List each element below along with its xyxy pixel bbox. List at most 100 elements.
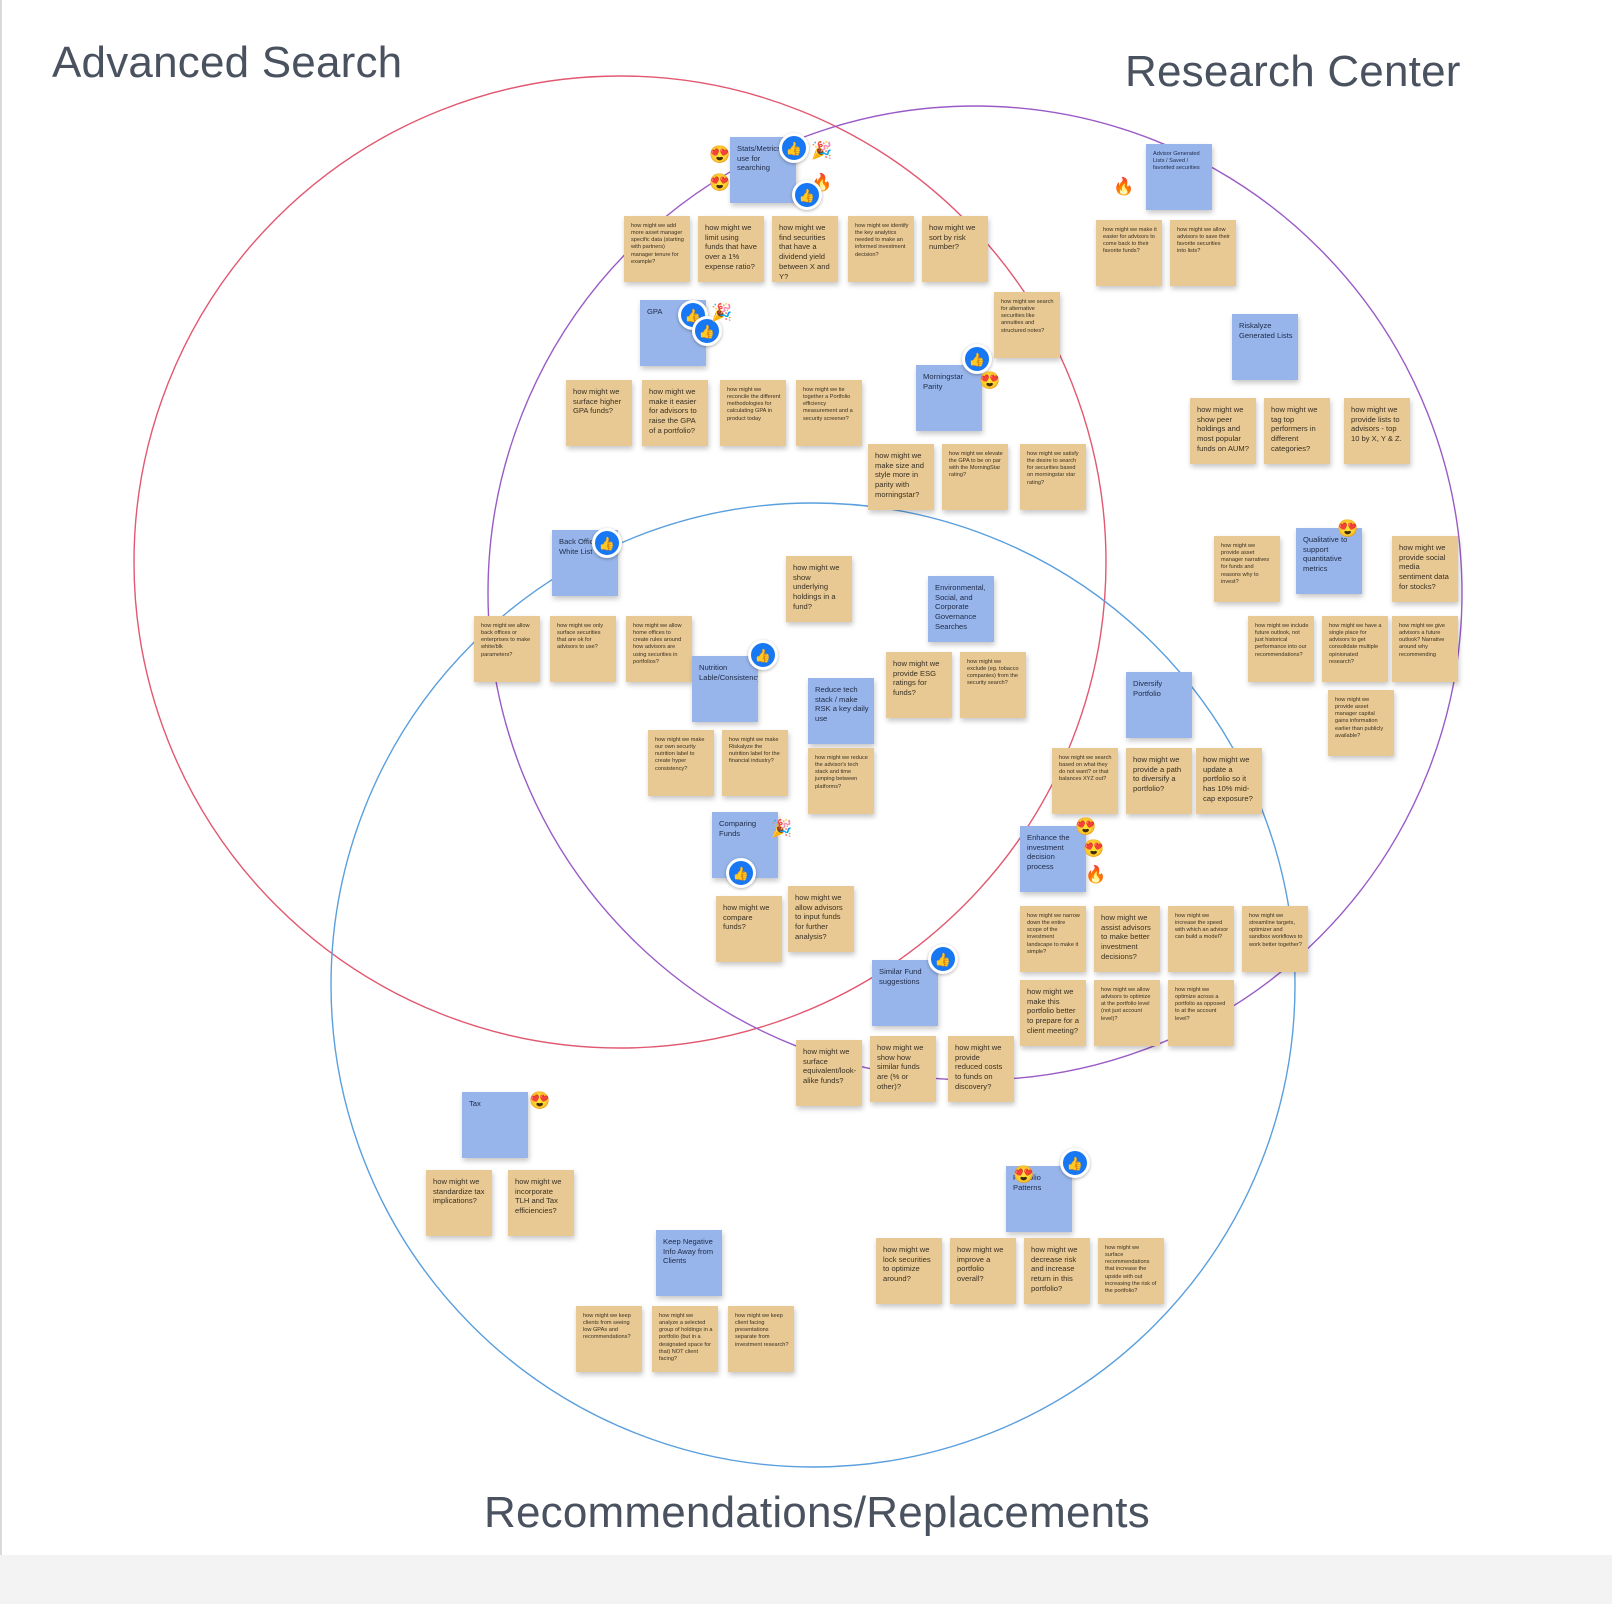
idea-note[interactable]: how might we search based on what they d…	[1052, 748, 1118, 814]
idea-note[interactable]: how might we surface equivalent/look-ali…	[796, 1040, 862, 1106]
idea-note[interactable]: how might we improve a portfolio overall…	[950, 1238, 1016, 1304]
canvas-bottom-edge	[0, 1555, 1612, 1604]
idea-note[interactable]: how might we reduce the advisor's tech s…	[808, 748, 874, 814]
idea-note[interactable]: how might we surface recommendations tha…	[1098, 1238, 1164, 1304]
idea-note[interactable]: how might we include future outlook, not…	[1248, 616, 1314, 682]
like-reaction-icon[interactable]: 👍	[726, 858, 756, 888]
theme-note-esg[interactable]: Environmental, Social, and Corporate Gov…	[928, 576, 994, 642]
advanced-search-label: Advanced Search	[52, 38, 403, 87]
idea-note[interactable]: how might we lock securities to optimize…	[876, 1238, 942, 1304]
theme-note-riskalyze-lists[interactable]: Riskalyze Generated Lists	[1232, 314, 1298, 380]
idea-note[interactable]: how might we sort by risk number?	[922, 216, 988, 282]
idea-note[interactable]: how might we provide asset manager capit…	[1328, 690, 1394, 756]
heart-eyes-reaction-icon[interactable]: 😍	[1083, 838, 1105, 858]
idea-note[interactable]: how might we surface higher GPA funds?	[566, 380, 632, 446]
heart-eyes-reaction-icon[interactable]: 😍	[1337, 518, 1359, 538]
heart-eyes-reaction-icon[interactable]: 😍	[529, 1090, 551, 1110]
like-reaction-icon[interactable]: 👍	[592, 528, 622, 558]
idea-note[interactable]: how might we make it easier for advisors…	[1096, 220, 1162, 286]
heart-eyes-reaction-icon[interactable]: 😍	[979, 370, 1001, 390]
idea-note[interactable]: how might we assist advisors to make bet…	[1094, 906, 1160, 972]
theme-note-advisor-lists[interactable]: Advisor Generated Lists / Saved / favori…	[1146, 144, 1212, 210]
recommendations-circle	[330, 502, 1296, 1468]
idea-note[interactable]: how might we allow home offices to creat…	[626, 616, 692, 682]
idea-note[interactable]: how might we analyze a selected group of…	[652, 1306, 718, 1372]
theme-note-reduce-tech-stack[interactable]: Reduce tech stack / make RSK a key daily…	[808, 678, 874, 744]
idea-note[interactable]: how might we show peer holdings and most…	[1190, 398, 1256, 464]
idea-note[interactable]: how might we provide a path to diversify…	[1126, 748, 1192, 814]
theme-note-qualitative[interactable]: Qualitative to support quantitative metr…	[1296, 528, 1362, 594]
like-reaction-icon[interactable]: 👍	[928, 944, 958, 974]
theme-note-morningstar-parity[interactable]: Morningstar Parity	[916, 365, 982, 431]
party-reaction-icon[interactable]: 🎉	[711, 302, 733, 322]
idea-note[interactable]: how might we show underlying holdings in…	[786, 556, 852, 622]
theme-note-nutrition-label[interactable]: Nutrition Lable/Consistency	[692, 656, 758, 722]
fire-reaction-icon[interactable]: 🔥	[1113, 176, 1135, 196]
idea-note[interactable]: how might we provide ESG ratings for fun…	[886, 652, 952, 718]
research-center-label: Research Center	[1125, 47, 1461, 96]
frame-border	[0, 0, 2, 1604]
idea-note[interactable]: how might we allow advisors to input fun…	[788, 886, 854, 952]
idea-note[interactable]: how might we provide reduced costs to fu…	[948, 1036, 1014, 1102]
idea-note[interactable]: how might we make it easier for advisors…	[642, 380, 708, 446]
idea-note[interactable]: how might we increase the speed with whi…	[1168, 906, 1234, 972]
idea-note[interactable]: how might we update a portfolio so it ha…	[1196, 748, 1262, 814]
idea-note[interactable]: how might we search for alternative secu…	[994, 292, 1060, 358]
idea-note[interactable]: how might we provide social media sentim…	[1392, 536, 1458, 602]
idea-note[interactable]: how might we make size and style more in…	[868, 444, 934, 510]
idea-note[interactable]: how might we narrow down the entire scop…	[1020, 906, 1086, 972]
idea-note[interactable]: how might we have a single place for adv…	[1322, 616, 1388, 682]
idea-note[interactable]: how might we identify the key analytics …	[848, 216, 914, 282]
idea-note[interactable]: how might we optimize across a portfolio…	[1168, 980, 1234, 1046]
theme-note-portfolio-patterns[interactable]: Portfolio Patterns	[1006, 1166, 1072, 1232]
idea-note[interactable]: how might we make this portfolio better …	[1020, 980, 1086, 1046]
theme-note-keep-negative[interactable]: Keep Negative Info Away from Clients	[656, 1230, 722, 1296]
idea-note[interactable]: how might we allow advisors to save thei…	[1170, 220, 1236, 286]
idea-note[interactable]: how might we add more asset manager spec…	[624, 216, 690, 282]
theme-note-enhance-decision[interactable]: Enhance the investment decision process	[1020, 826, 1086, 892]
idea-note[interactable]: how might we tie together a Portfolio ef…	[796, 380, 862, 446]
theme-note-diversify[interactable]: Diversify Portfolio	[1126, 672, 1192, 738]
advanced-search-circle	[133, 75, 1107, 1049]
idea-note[interactable]: how might we compare funds?	[716, 896, 782, 962]
like-reaction-icon[interactable]: 👍	[748, 640, 778, 670]
idea-note[interactable]: how might we incorporate TLH and Tax eff…	[508, 1170, 574, 1236]
idea-note[interactable]: how might we provide lists to advisors -…	[1344, 398, 1410, 464]
idea-note[interactable]: how might we allow back offices or enter…	[474, 616, 540, 682]
idea-note[interactable]: how might we keep client facing presenta…	[728, 1306, 794, 1372]
like-reaction-icon[interactable]: 👍	[792, 180, 822, 210]
idea-note[interactable]: how might we show how similar funds are …	[870, 1036, 936, 1102]
idea-note[interactable]: how might we give advisors a future outl…	[1392, 616, 1458, 682]
recommendations-label: Recommendations/Replacements	[484, 1488, 1150, 1537]
party-reaction-icon[interactable]: 🎉	[771, 818, 793, 838]
like-reaction-icon[interactable]: 👍	[779, 133, 809, 163]
idea-note[interactable]: how might we streamline targets, optimiz…	[1242, 906, 1308, 972]
idea-note[interactable]: how might we limit using funds that have…	[698, 216, 764, 282]
idea-note[interactable]: how might we keep clients from seeing lo…	[576, 1306, 642, 1372]
idea-note[interactable]: how might we find securities that have a…	[772, 216, 838, 282]
idea-note[interactable]: how might we reconcile the different met…	[720, 380, 786, 446]
heart-eyes-reaction-icon[interactable]: 😍	[1075, 816, 1097, 836]
heart-eyes-reaction-icon[interactable]: 😍	[709, 144, 731, 164]
heart-eyes-reaction-icon[interactable]: 😍	[709, 172, 731, 192]
idea-note[interactable]: how might we make Riskalyze the nutritio…	[722, 730, 788, 796]
like-reaction-icon[interactable]: 👍	[692, 316, 722, 346]
idea-note[interactable]: how might we provide asset manager narra…	[1214, 536, 1280, 602]
idea-note[interactable]: how might we standardize tax implication…	[426, 1170, 492, 1236]
heart-eyes-reaction-icon[interactable]: 😍	[1013, 1164, 1035, 1184]
idea-note[interactable]: how might we exclude (eg. tobacco compan…	[960, 652, 1026, 718]
idea-note[interactable]: how might we decrease risk and increase …	[1024, 1238, 1090, 1304]
theme-note-similar-fund[interactable]: Similar Fund suggestions	[872, 960, 938, 1026]
idea-note[interactable]: how might we allow advisors to optimize …	[1094, 980, 1160, 1046]
like-reaction-icon[interactable]: 👍	[962, 344, 992, 374]
theme-note-tax[interactable]: Tax	[462, 1092, 528, 1158]
idea-note[interactable]: how might we make our own security nutri…	[648, 730, 714, 796]
idea-note[interactable]: how might we only surface securities tha…	[550, 616, 616, 682]
idea-note[interactable]: how might we elevate the GPA to be on pa…	[942, 444, 1008, 510]
party-reaction-icon[interactable]: 🎉	[811, 140, 833, 160]
idea-note[interactable]: how might we tag top performers in diffe…	[1264, 398, 1330, 464]
idea-note[interactable]: how might we satisfy the desire to searc…	[1020, 444, 1086, 510]
like-reaction-icon[interactable]: 👍	[1060, 1148, 1090, 1178]
fire-reaction-icon[interactable]: 🔥	[1085, 864, 1107, 884]
